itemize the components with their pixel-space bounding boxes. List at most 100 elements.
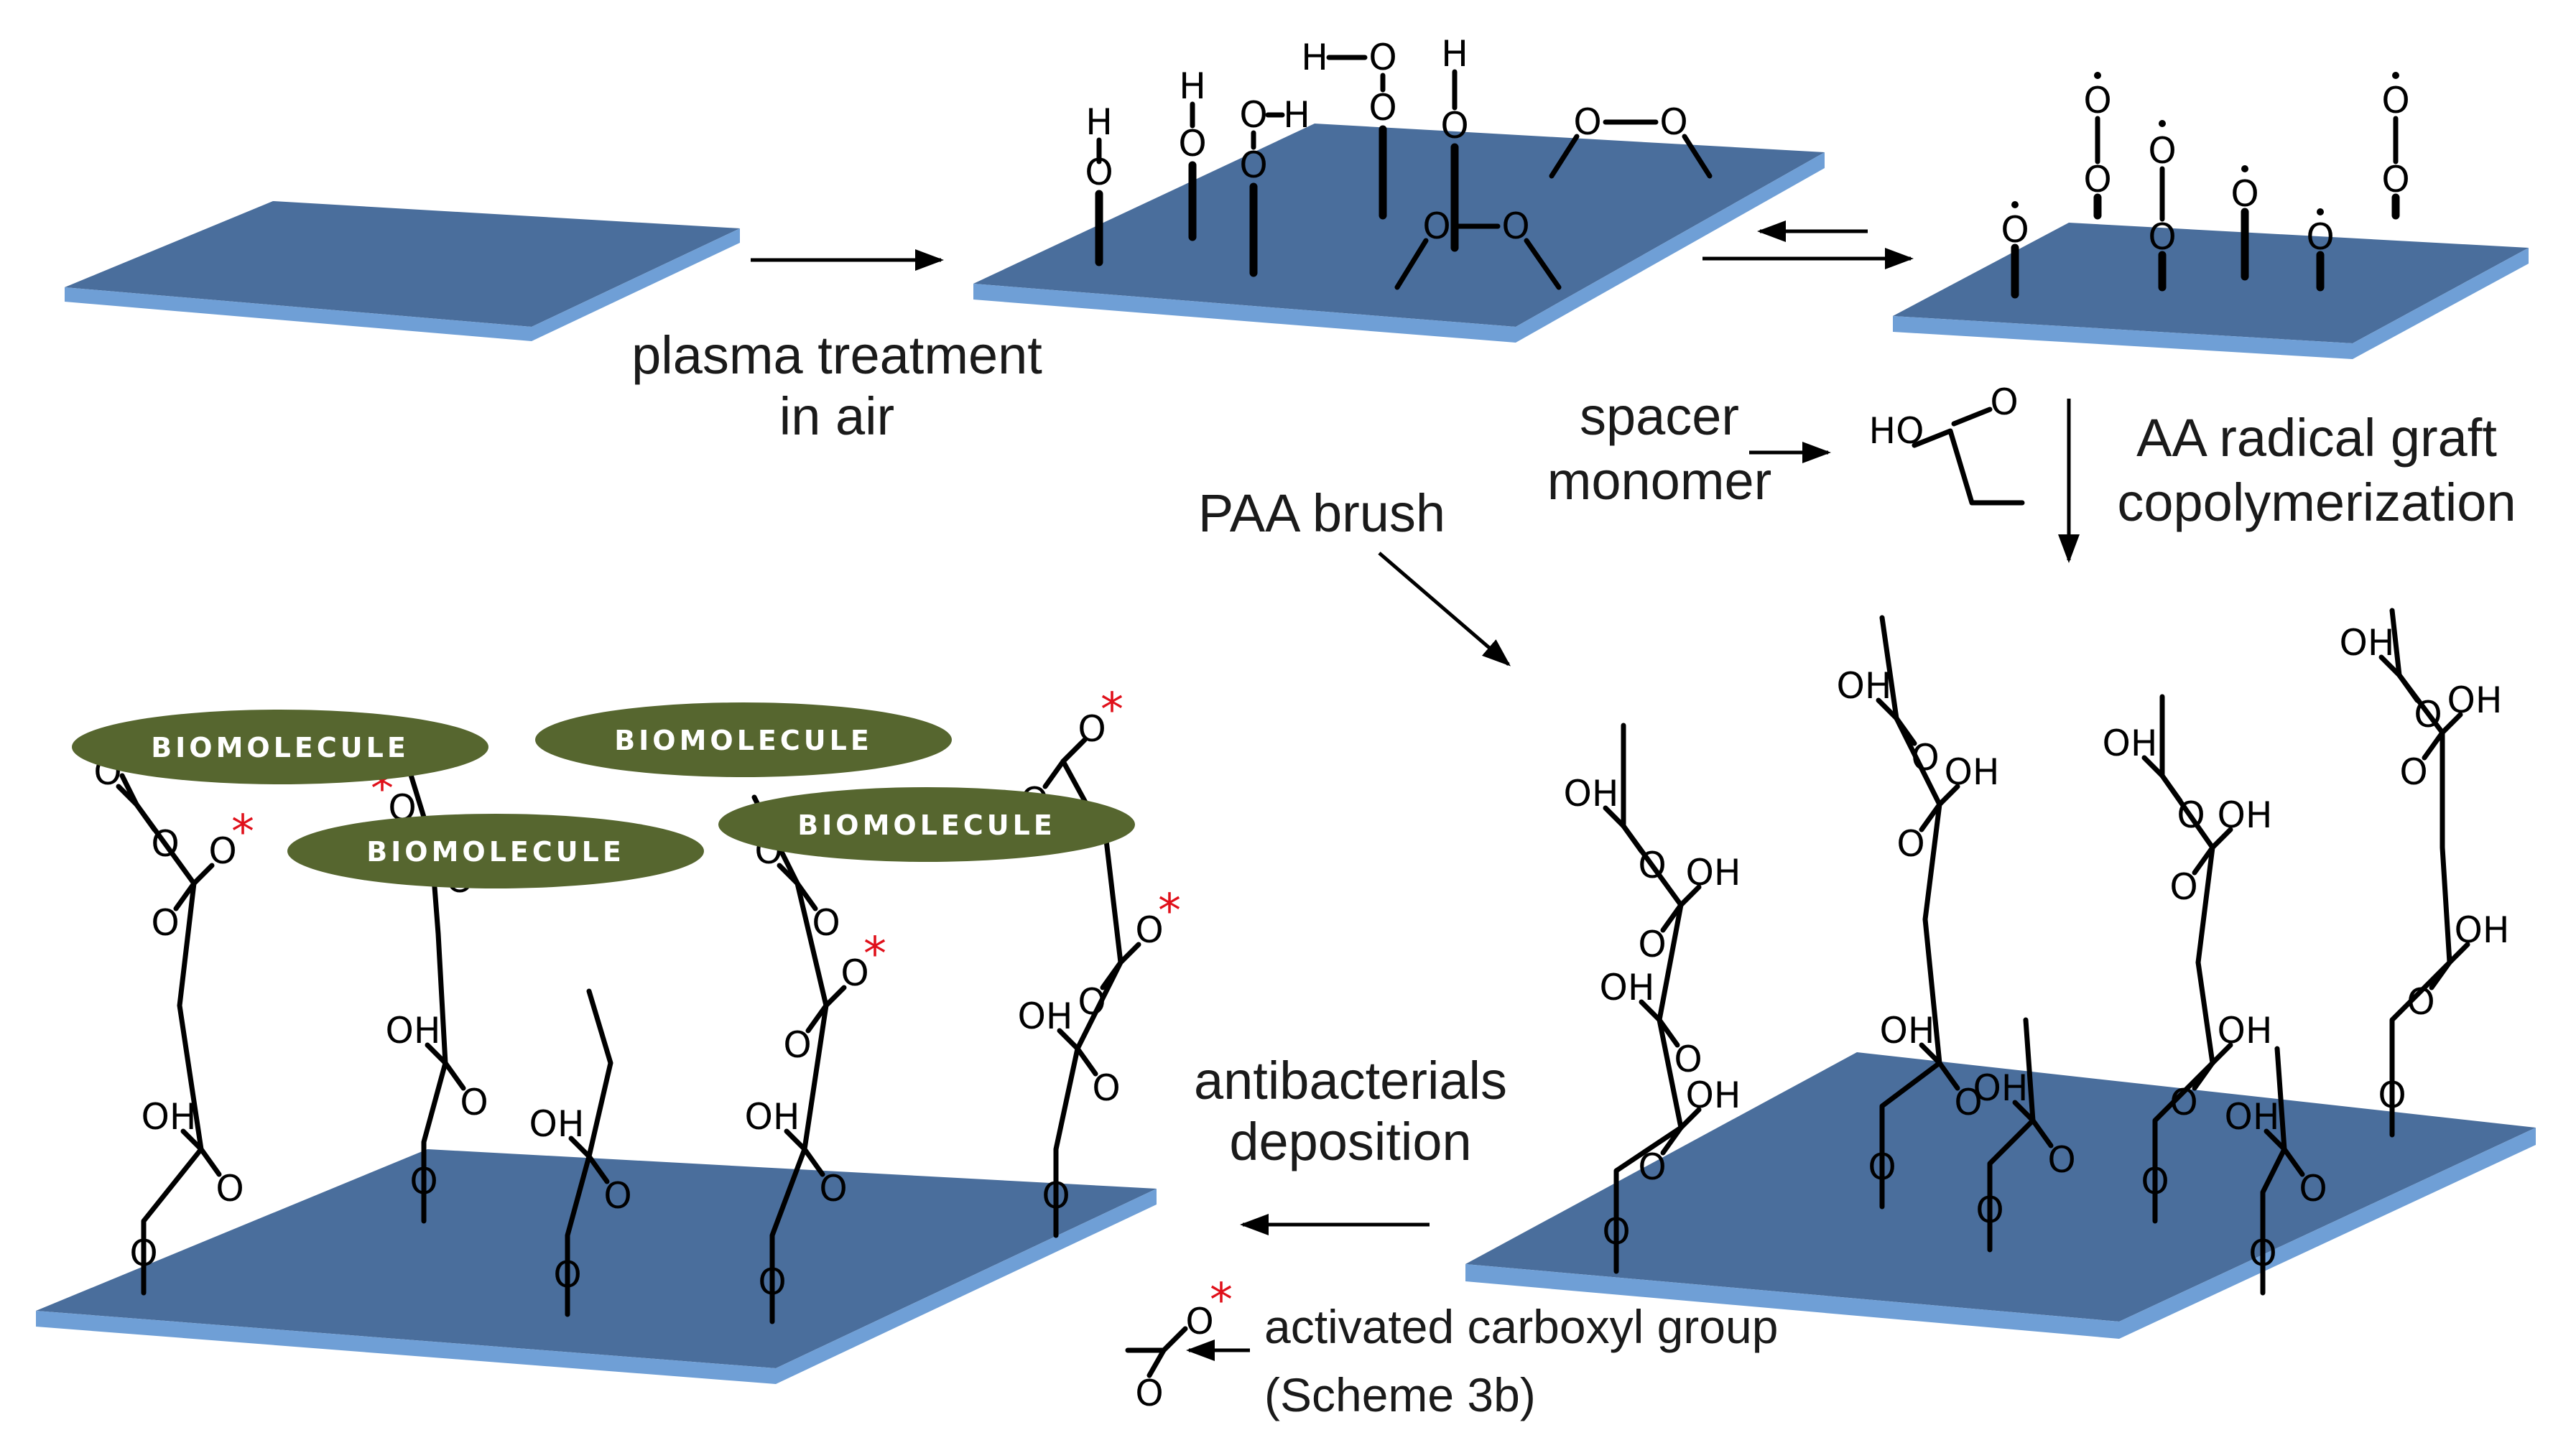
hydrogen-atom: H (1179, 65, 1206, 107)
substrate-radical (1893, 223, 2529, 359)
bond (1919, 802, 1942, 832)
oxygen-atom: O (2148, 216, 2176, 258)
hydroxyl-group: OH (2447, 679, 2503, 721)
carbonyl-oxygen: O (1135, 1373, 1163, 1414)
hydroxyl-group: OH (2225, 1096, 2280, 1138)
radical-dot (2094, 72, 2101, 79)
biomolecule-2-label: BIOMOLECULE (614, 725, 873, 756)
radical-dot (2317, 208, 2324, 215)
label-paa-brush: PAA brush (1198, 483, 1445, 543)
hydrogen-atom: H (1283, 94, 1310, 136)
bond (2210, 1042, 2233, 1066)
anchor-oxygen: O (1868, 1146, 1896, 1188)
bond (805, 1003, 829, 1034)
biomolecule-1: BIOMOLECULE (72, 710, 488, 784)
oxygen-atom: O (1368, 37, 1396, 78)
bond (198, 1146, 222, 1177)
anchor-oxygen: O (129, 1233, 157, 1274)
hydroxyl-group: OH (2340, 622, 2395, 664)
bond (2378, 654, 2402, 678)
bond (1394, 238, 1429, 290)
oxygen-atom: O (1178, 123, 1206, 164)
anchor-oxygen: O (2248, 1233, 2276, 1274)
bond (1660, 1125, 1684, 1156)
label-plasma-treatment: plasma treatment (631, 325, 1042, 385)
bond (1060, 741, 1084, 764)
bond (1639, 999, 1662, 1023)
anchor-oxygen: O (758, 1261, 786, 1303)
hydroxyl-group: OH (1945, 751, 2000, 793)
substrate-biofunctionalized (36, 1149, 1157, 1384)
oxygen-atom: O (2230, 173, 2258, 215)
radical-dot (2159, 120, 2166, 127)
hydroxyl-group: OH (1564, 773, 1619, 814)
oxygen-atom: O (2083, 80, 2111, 121)
activated-mark: * (1101, 684, 1123, 737)
label-aa-radical-graft: AA radical graft (2136, 408, 2497, 468)
bond (1042, 758, 1066, 789)
substrate-paa-brush (1465, 1052, 2536, 1339)
anchor-oxygen: O (1975, 1189, 2003, 1231)
bond (1118, 942, 1141, 965)
label-in-air: in air (779, 386, 894, 446)
bond (1621, 823, 1644, 854)
hydrogen-atom: H (1441, 33, 1468, 75)
bond (2159, 773, 2183, 804)
bond (2192, 1060, 2215, 1091)
hydroxyl-group: OH (2218, 794, 2273, 836)
label-copolymerization: copolymerization (2117, 473, 2516, 532)
bond (802, 1146, 825, 1177)
substrate-untreated (65, 201, 740, 341)
bond (2141, 755, 2165, 779)
hydroxyl-group: OH (1973, 1067, 2029, 1109)
hydroxyl-group: OH (1018, 995, 1073, 1037)
hydrogen-atom: H (1301, 37, 1328, 78)
bond (173, 881, 197, 911)
hydroxyl-group: OH (1686, 1074, 1741, 1116)
activated-mark: * (863, 928, 886, 981)
label-scheme-ref: (Scheme 3b) (1264, 1368, 1536, 1421)
hydroxyl-group: OH (745, 1096, 800, 1138)
substrate-plasma-treated (973, 124, 1825, 343)
hydroxyl-group: OH (2455, 909, 2510, 951)
hydroxyl-group: OH (1880, 1010, 1935, 1052)
bond (1660, 902, 1684, 933)
bond (180, 1128, 204, 1152)
bond (2429, 960, 2452, 990)
bond (1678, 1107, 1702, 1131)
oxygen-atom: O (2381, 80, 2409, 121)
label-antibacterials: antibacterials (1194, 1051, 1507, 1110)
activated-mark: * (1210, 1274, 1233, 1327)
bond (794, 881, 818, 911)
bond (2012, 1100, 2036, 1123)
bond (1057, 1028, 1080, 1052)
oxygen-atom: O (1368, 87, 1396, 129)
oxygen-atom: O (2306, 216, 2334, 258)
bond (2264, 1128, 2287, 1152)
bond (1524, 238, 1562, 290)
label-spacer: spacer (1580, 386, 1739, 446)
bond (1682, 134, 1713, 179)
bond (1549, 134, 1580, 179)
bond (2440, 712, 2463, 735)
bond (1100, 960, 1123, 990)
radical-dot (2392, 72, 2399, 79)
label-monomer: monomer (1547, 451, 1772, 511)
bond (1146, 1347, 1167, 1378)
bond (2396, 672, 2420, 703)
activated-mark: * (231, 806, 254, 859)
anchor-oxygen: O (1602, 1211, 1630, 1253)
hydroxyl-group: OH (1600, 967, 1655, 1008)
bond (425, 1042, 448, 1066)
bond (823, 985, 847, 1008)
hydroxyl-group: OH (386, 1010, 441, 1052)
bond (2210, 827, 2233, 850)
bond (784, 1128, 807, 1152)
bond (1894, 715, 1917, 746)
chain-bond (1987, 1017, 2036, 1253)
anchor-oxygen: O (2378, 1074, 2406, 1116)
chain-bond (2260, 1046, 2287, 1296)
oxygen-atom: O (2001, 209, 2029, 251)
hydroxyl-group: OH (1686, 852, 1741, 893)
chain-bond (751, 794, 829, 1324)
